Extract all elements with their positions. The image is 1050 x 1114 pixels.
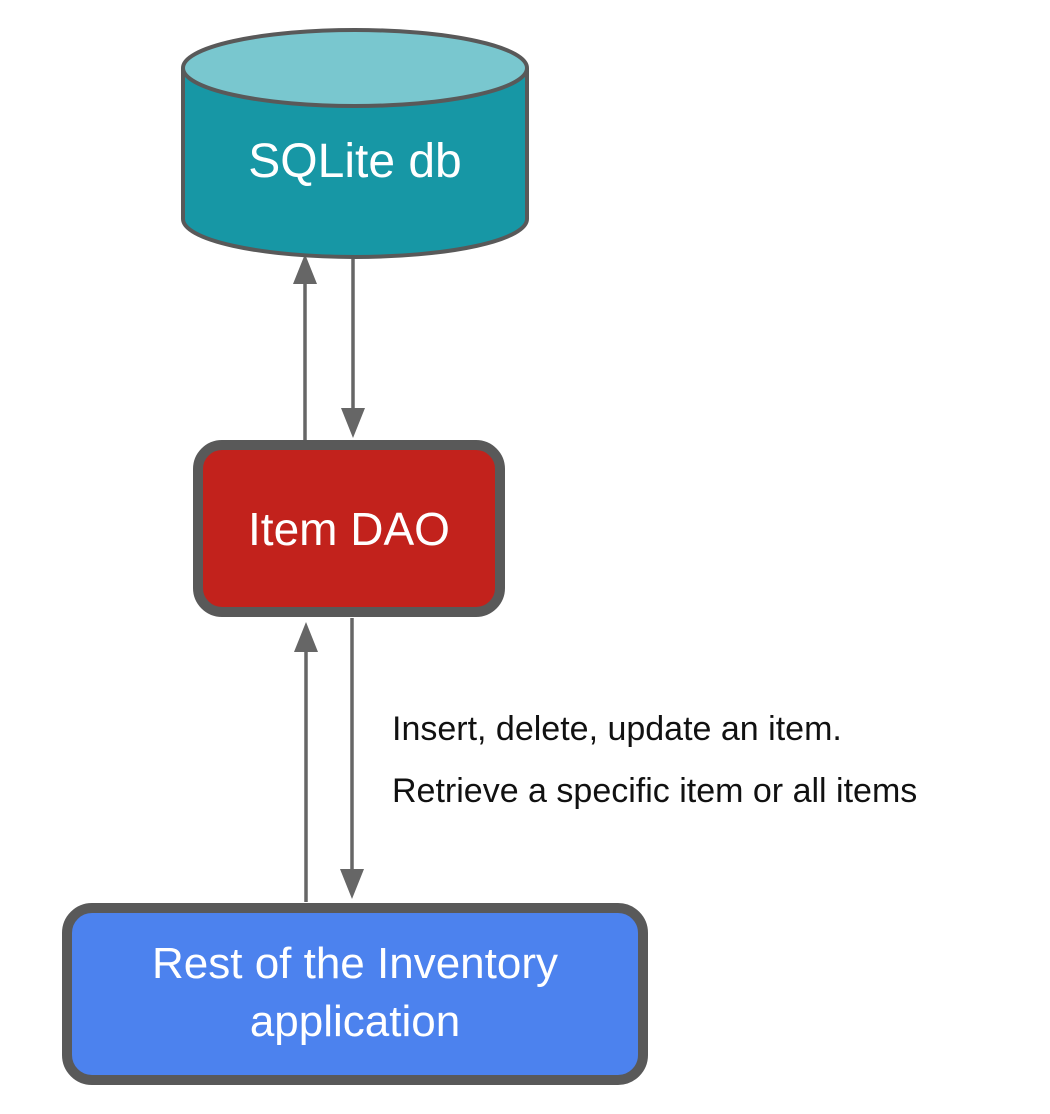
edge-dao-to-db (293, 254, 317, 440)
edge-annotation-line-2: Retrieve a specific item or all items (392, 772, 917, 810)
edge-app-to-dao (294, 622, 318, 902)
node-rest-of-inventory-application: Rest of the Inventory application (62, 903, 648, 1085)
rest-app-label-line-1: Rest of the Inventory (152, 939, 558, 988)
rest-app-label-line-2: application (250, 997, 460, 1046)
arrow-down-head-icon (340, 869, 364, 899)
sqlite-db-label: SQLite db (248, 135, 461, 188)
item-dao-label: Item DAO (248, 503, 450, 555)
arrow-up-head-icon (293, 254, 317, 284)
arrow-up-head-icon (294, 622, 318, 652)
arrow-down-head-icon (341, 408, 365, 438)
item-dao-box (193, 440, 505, 617)
database-cylinder-top (181, 28, 529, 108)
edge-annotation-line-1: Insert, delete, update an item. (392, 710, 842, 748)
rest-app-box (62, 903, 648, 1085)
database-cylinder-body (181, 68, 529, 259)
node-sqlite-db: SQLite db (181, 28, 529, 259)
edge-db-to-dao (341, 256, 365, 438)
edge-dao-to-app (340, 618, 364, 899)
node-item-dao: Item DAO (193, 440, 505, 617)
